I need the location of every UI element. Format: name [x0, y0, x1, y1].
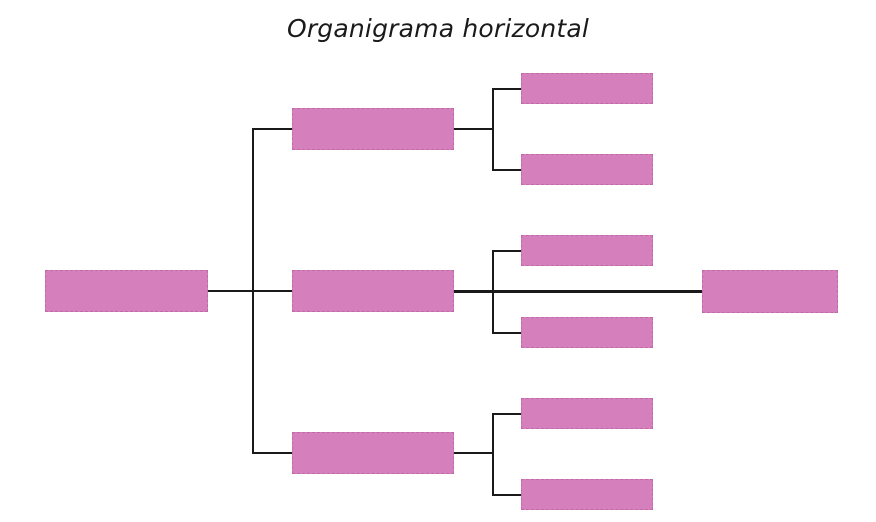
connector-middle-leaf-2 — [492, 332, 521, 334]
connector-bottom-leaf-2 — [492, 494, 521, 496]
connector-top-leaf-1 — [492, 88, 521, 90]
level1-node-bottom — [292, 432, 454, 474]
level2-node-3 — [521, 235, 653, 266]
level2-node-5 — [521, 398, 653, 429]
level1-node-top — [292, 108, 454, 150]
connector-bottom-branch-vertical — [492, 413, 494, 495]
connector-trunk-to-bottom — [252, 452, 292, 454]
connector-top-leaf-2 — [492, 169, 521, 171]
root-node — [45, 270, 208, 312]
connector-bottom-branch — [454, 452, 493, 454]
far-right-node — [702, 270, 838, 313]
connector-root-to-trunk — [208, 290, 292, 292]
diagram-title: Organigrama horizontal — [286, 14, 590, 43]
connector-middle-to-right — [454, 290, 702, 293]
connector-bottom-leaf-1 — [492, 413, 521, 415]
connector-top-branch — [454, 128, 493, 130]
level2-node-1 — [521, 73, 653, 104]
connector-top-branch-vertical — [492, 88, 494, 170]
connector-trunk — [252, 128, 254, 454]
level2-node-6 — [521, 479, 653, 510]
connector-middle-branch-vertical — [492, 250, 494, 333]
level1-node-middle — [292, 270, 454, 312]
connector-middle-leaf-1 — [492, 250, 521, 252]
connector-trunk-to-top — [252, 128, 292, 130]
level2-node-2 — [521, 154, 653, 185]
level2-node-4 — [521, 317, 653, 348]
